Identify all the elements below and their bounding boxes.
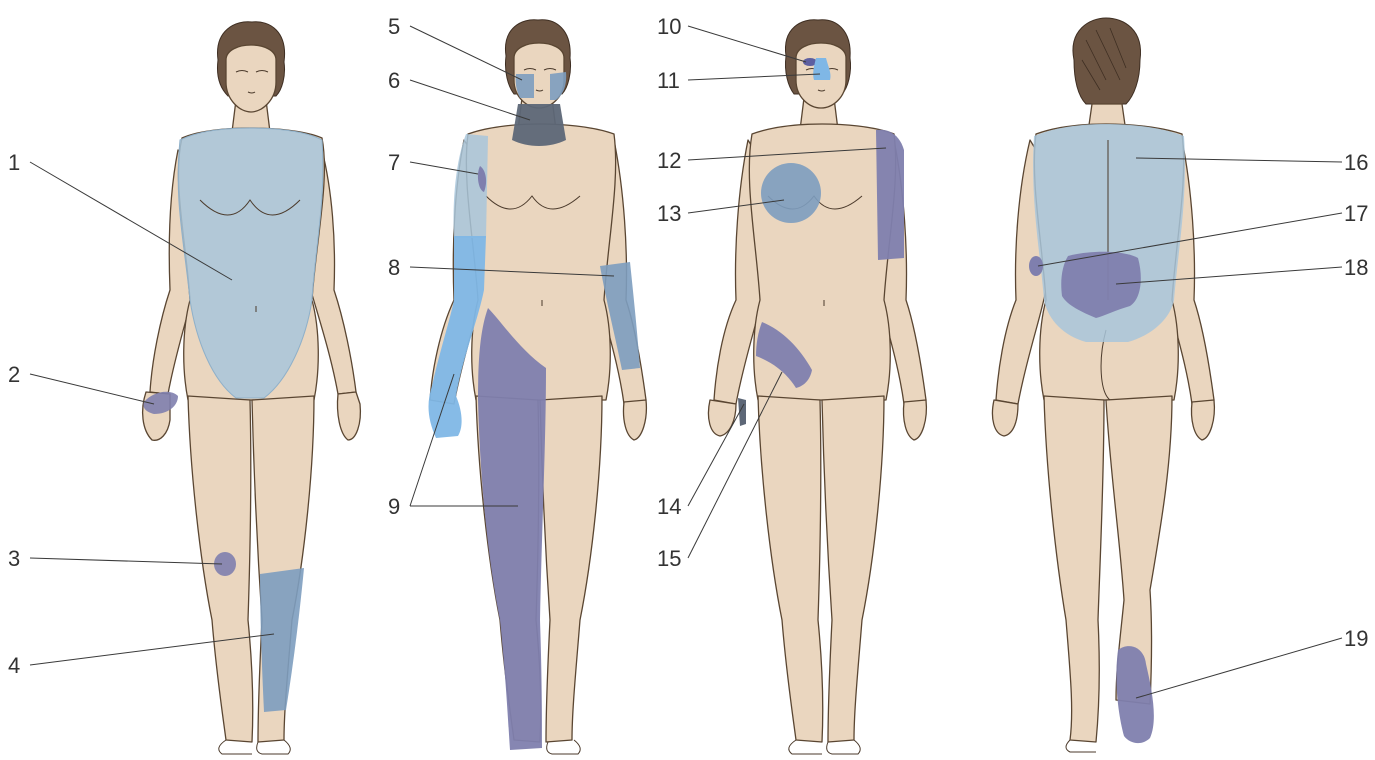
label-9: 9 xyxy=(388,494,400,519)
label-1: 1 xyxy=(8,150,20,175)
figure-back-4 xyxy=(992,18,1214,752)
label-10: 10 xyxy=(657,14,681,39)
label-12: 12 xyxy=(657,148,681,173)
label-19: 19 xyxy=(1344,626,1368,651)
label-3: 3 xyxy=(8,546,20,571)
label-18: 18 xyxy=(1344,255,1368,280)
region-4 xyxy=(260,568,304,712)
label-14: 14 xyxy=(657,494,681,519)
label-15: 15 xyxy=(657,546,681,571)
label-7: 7 xyxy=(388,150,400,175)
region-13 xyxy=(761,163,821,223)
figure-front-3 xyxy=(708,20,926,754)
region-5b xyxy=(550,72,566,100)
label-2: 2 xyxy=(8,362,20,387)
label-4: 4 xyxy=(8,653,20,678)
figure-front-2 xyxy=(429,20,647,754)
label-16: 16 xyxy=(1344,150,1368,175)
region-9-leg xyxy=(478,308,546,750)
label-8: 8 xyxy=(388,255,400,280)
label-6: 6 xyxy=(388,68,400,93)
leader-3 xyxy=(30,558,222,564)
label-11: 11 xyxy=(657,68,680,93)
leader-19 xyxy=(1136,638,1342,698)
region-6 xyxy=(512,104,566,146)
label-17: 17 xyxy=(1344,201,1368,226)
label-5: 5 xyxy=(388,14,400,39)
region-12 xyxy=(876,130,904,260)
leader-2 xyxy=(30,374,154,404)
label-13: 13 xyxy=(657,201,681,226)
figure-front-1 xyxy=(143,22,361,754)
